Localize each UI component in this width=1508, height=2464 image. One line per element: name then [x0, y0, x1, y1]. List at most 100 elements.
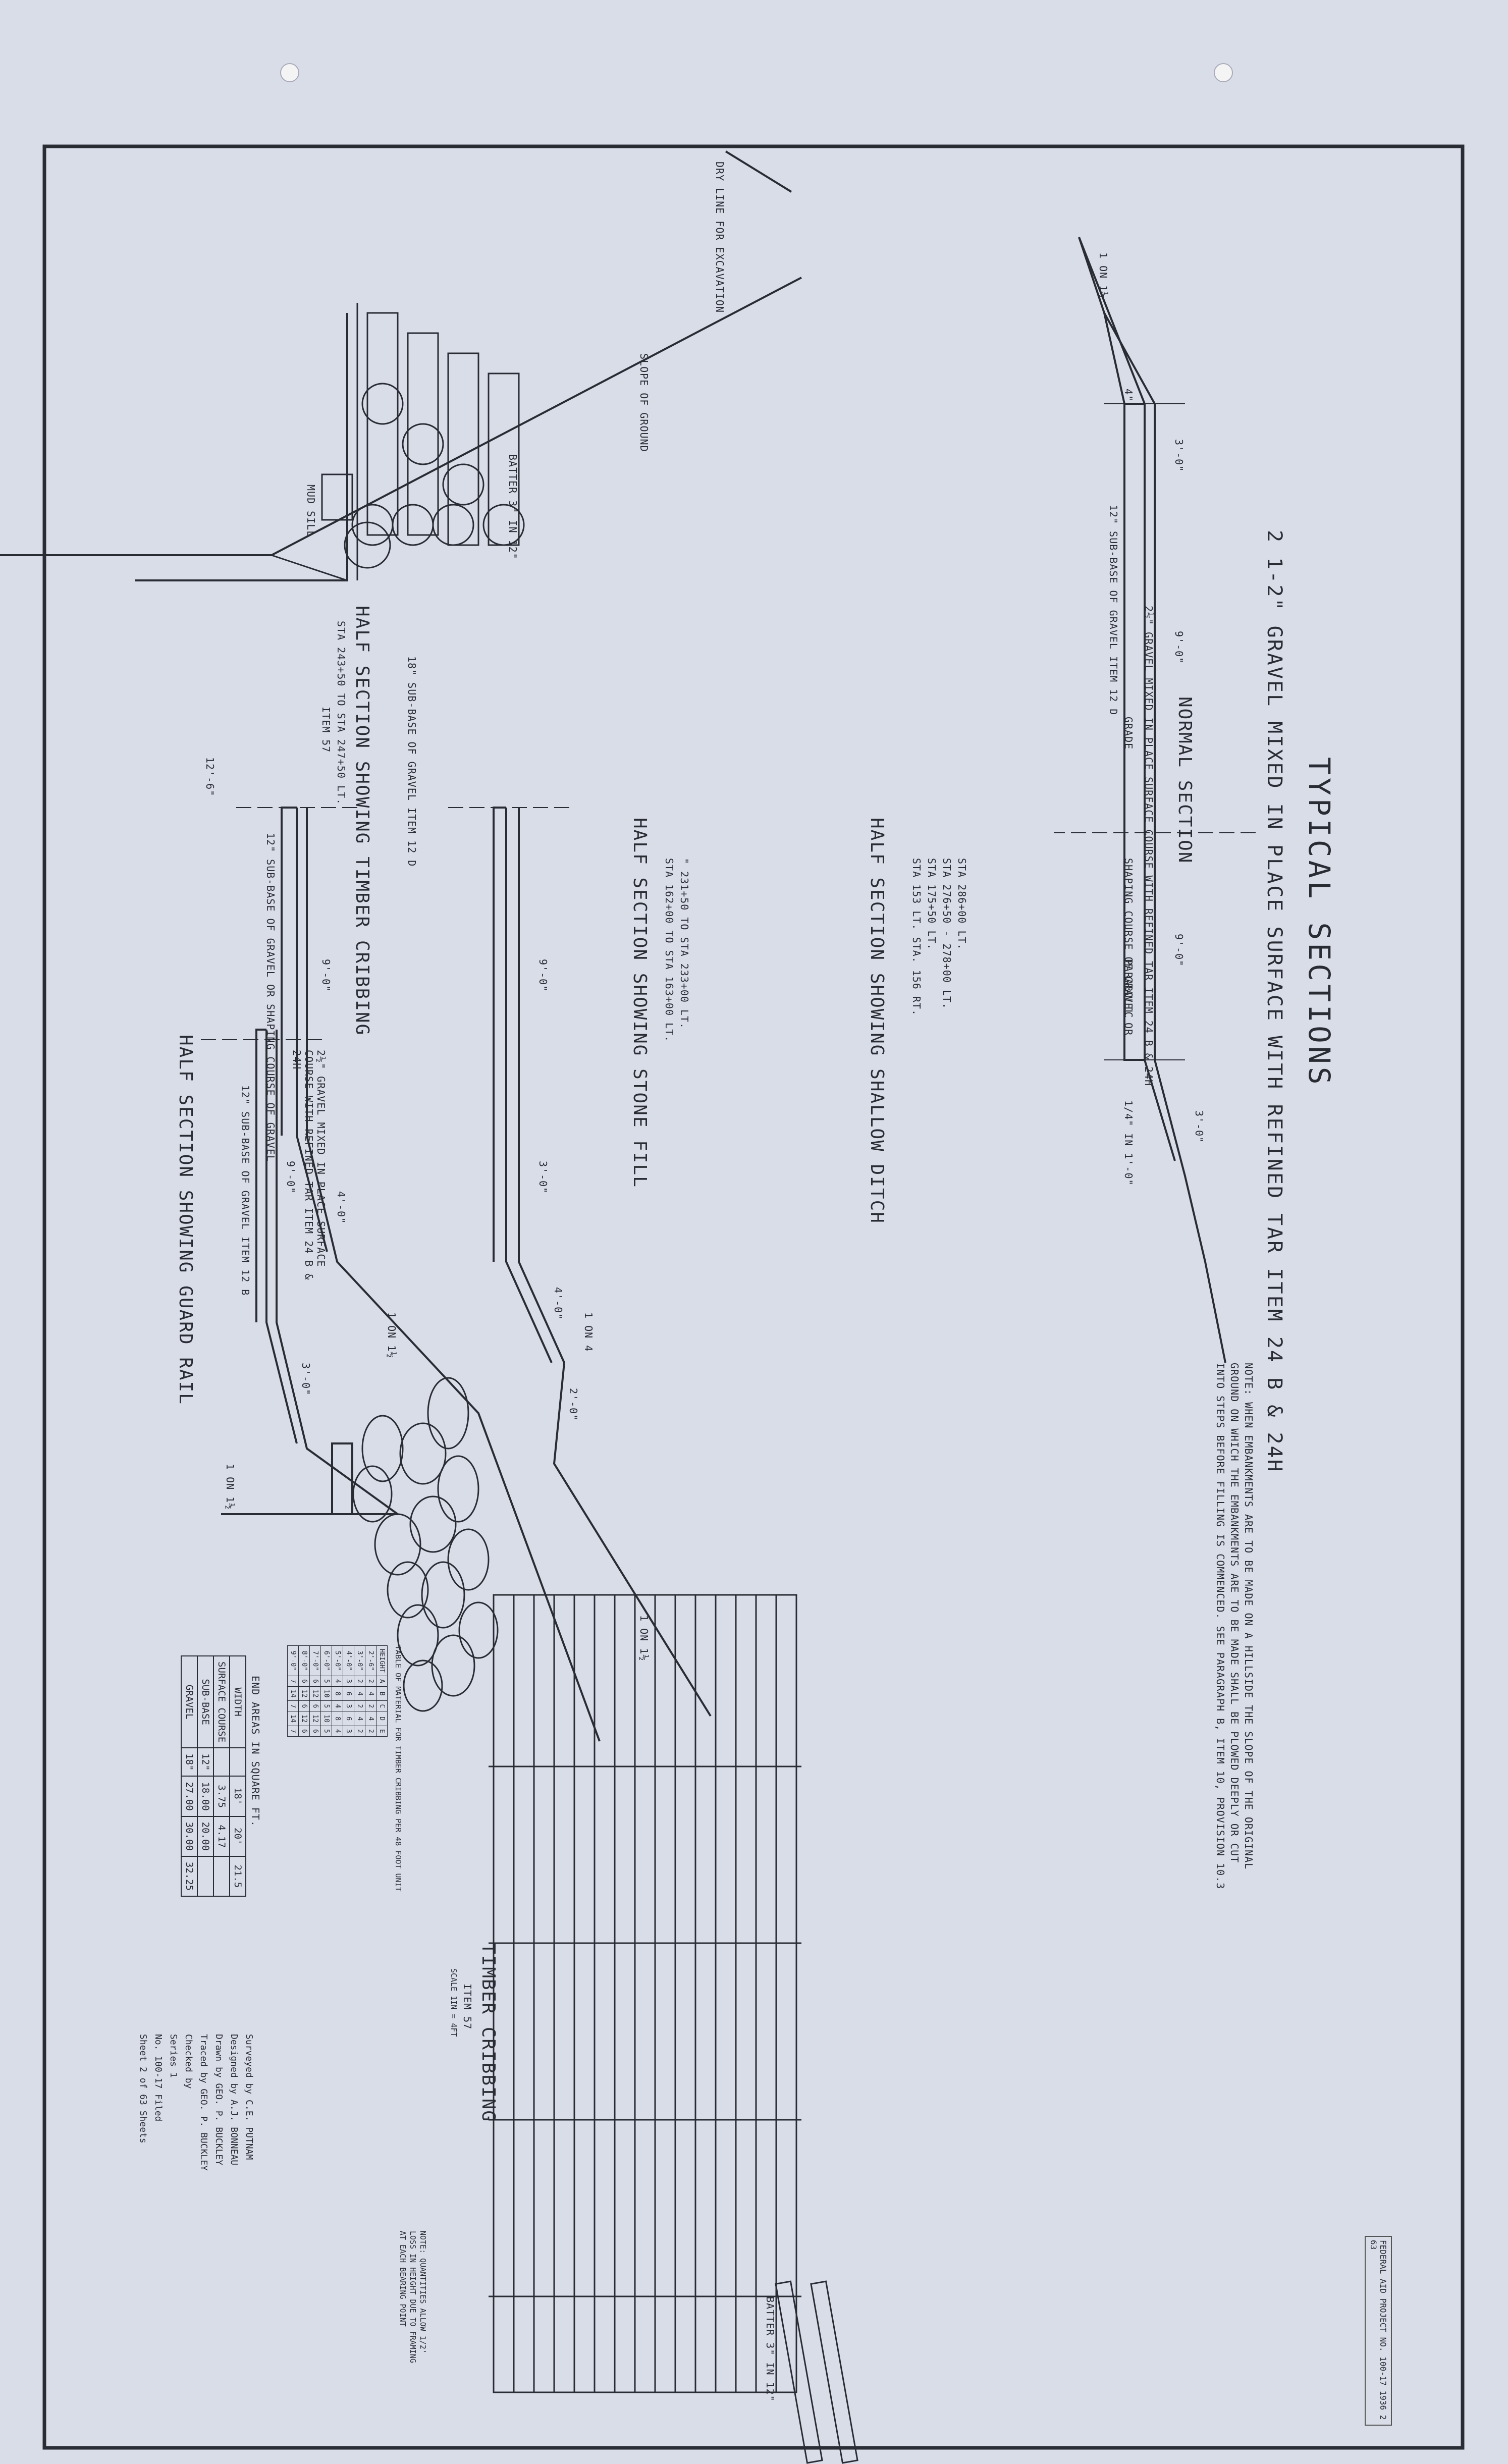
guard-rail-slope: 1 ON 1½ [224, 1464, 236, 1510]
table-row: 8'-0" 6 12 6 12 6 [298, 1645, 310, 1737]
cq-cell: 2 [365, 1700, 376, 1711]
cq-cell: 6 [298, 1700, 310, 1711]
cq-header: B [376, 1686, 388, 1701]
ea-cell: 21.5 [230, 1856, 246, 1897]
tb-surveyed: Surveyed by C.E. PUTNAM [244, 2034, 254, 2160]
timber-half-dry-line: DRY LINE FOR EXCAVATION [714, 162, 726, 313]
shallow-ditch-slope-1: 1 ON 1½ [638, 1615, 650, 1662]
drawing-title: TYPICAL SECTIONS [1302, 757, 1336, 1088]
timber-half-subbase: 18" SUB-BASE OF GRAVEL ITEM 12 D [406, 656, 418, 867]
cq-cell: 12 [309, 1686, 321, 1701]
cq-cell: 8'-0" [298, 1645, 310, 1676]
title-block: Surveyed by C.E. PUTNAM Designed by A.J.… [135, 2034, 256, 2171]
cq-cell: 14 [287, 1686, 299, 1701]
punch-hole-left [280, 63, 299, 82]
cq-cell: 5 [320, 1700, 332, 1711]
tb-sheet: Sheet 2 of 63 Sheets [138, 2034, 148, 2144]
cq-cell: 4'-0" [343, 1645, 354, 1676]
guard-rail-subbase: 12" SUB-BASE OF GRAVEL ITEM 12 B [239, 1085, 251, 1296]
cq-cell: 2 [354, 1676, 365, 1687]
shallow-ditch-sta-2: STA 175+50 LT. [926, 858, 938, 950]
cq-header: A [376, 1676, 388, 1687]
tb-series: Series 1 [168, 2034, 179, 2078]
cq-cell: 4 [332, 1676, 343, 1687]
normal-section-title: NORMAL SECTION [1174, 697, 1195, 864]
tb-checked: Checked by [183, 2034, 194, 2089]
ea-cell: WIDTH [230, 1656, 246, 1748]
table-row: SURFACE COURSE 3.75 4.17 [213, 1656, 230, 1897]
cq-cell: 12 [298, 1711, 310, 1726]
ea-cell: 3.75 [213, 1776, 230, 1816]
table-row: 6'-0" 5 10 5 10 5 [320, 1645, 332, 1737]
cq-cell: 6 [343, 1711, 354, 1726]
stone-fill-drawing [236, 807, 601, 1742]
ea-cell: 20' [230, 1816, 246, 1856]
ea-cell [213, 1748, 230, 1777]
cq-cell: 2 [354, 1700, 365, 1711]
cq-cell: 2 [354, 1726, 365, 1737]
cq-cell: 2 [365, 1726, 376, 1737]
cq-cell: 6 [298, 1726, 310, 1737]
cq-cell: 2'-6" [365, 1645, 376, 1676]
timber-cribbing-item: ITEM 57 [461, 1984, 473, 2030]
cq-cell: 2 [365, 1676, 376, 1687]
cq-cell: 7 [287, 1700, 299, 1711]
normal-section-drawing [1054, 237, 1256, 1363]
guard-rail-surface: 2½" GRAVEL MIXED IN PLACE SURFACE COURSE… [291, 1050, 327, 1280]
cq-cell: 6 [309, 1700, 321, 1711]
shallow-ditch-drawing [448, 807, 712, 1717]
normal-crown: 1/4" IN 1'-0" [1122, 1100, 1135, 1186]
cq-cell: 6 [343, 1686, 354, 1701]
cq-header: E [376, 1726, 388, 1737]
normal-shoulder-left: 3'-0" [1173, 439, 1185, 472]
normal-surface-note: 2½" GRAVEL MIXED IN PLACE SURFACE COURSE… [1143, 606, 1155, 1086]
ea-cell: 18.00 [197, 1776, 213, 1816]
normal-dim-left: 9'-0" [1173, 631, 1185, 664]
cq-header: HEIGHT [376, 1645, 388, 1676]
stone-fill-title: HALF SECTION SHOWING STONE FILL [629, 818, 650, 1188]
table-row: 5'-0" 4 8 4 8 4 [332, 1645, 343, 1737]
stone-fill-slope: 1 ON 1½ [386, 1312, 398, 1359]
timber-cribbing-batter: BATTER 3" IN 12" [764, 2296, 776, 2402]
shallow-ditch-dim-1: 9'-0" [537, 959, 549, 992]
stone-fill-dim-2: 4'-0" [335, 1191, 347, 1224]
cq-cell: 7'-0" [309, 1645, 321, 1676]
shallow-ditch-dim-3: 4'-0" [552, 1287, 564, 1320]
table-row: SUB-BASE 12" 18.00 20.00 [197, 1656, 213, 1897]
ea-cell: SUB-BASE [197, 1656, 213, 1748]
cq-cell: 4 [354, 1686, 365, 1701]
cq-cell: 5 [320, 1676, 332, 1687]
ea-cell: 12" [197, 1748, 213, 1777]
guard-rail-drawing [196, 1029, 401, 1515]
shallow-ditch-dim-2: 3'-0" [537, 1161, 549, 1194]
punch-hole-right [1214, 63, 1233, 82]
shallow-ditch-sta-4: STA 286+00 LT. [956, 858, 968, 950]
cq-cell: 10 [320, 1686, 332, 1701]
ea-cell [230, 1748, 246, 1777]
cq-cell: 3 [343, 1676, 354, 1687]
cq-cell: 3 [343, 1700, 354, 1711]
timber-half-item: ITEM 57 [320, 707, 332, 753]
shallow-ditch-title: HALF SECTION SHOWING SHALLOW DITCH [867, 818, 887, 1224]
shallow-ditch-sta-3: STA 276+50 - 278+00 LT. [941, 858, 953, 1009]
ea-cell [197, 1856, 213, 1897]
cq-cell: 6 [298, 1676, 310, 1687]
guard-rail-title: HALF SECTION SHOWING GUARD RAIL [175, 1035, 196, 1405]
ea-cell [213, 1856, 230, 1897]
cq-cell: 12 [298, 1686, 310, 1701]
timber-cribbing-note: NOTE: QUANTITIES ALLOW 1/2' LOSS IN HEIG… [398, 2231, 427, 2363]
timber-half-mud-sill: MUD SILL [305, 485, 317, 538]
stone-fill-subbase: 12" SUB-BASE OF GRAVEL OR SHAPING COURSE… [264, 833, 277, 1162]
cq-cell: 4 [365, 1686, 376, 1701]
stone-fill-dim-1: 9'-0" [320, 959, 332, 992]
tb-designed: Designed by A.J. BONNEAU [229, 2034, 239, 2166]
cq-cell: 5'-0" [332, 1645, 343, 1676]
cq-cell: 6 [309, 1726, 321, 1737]
guard-rail-dim-2: 3'-0" [300, 1363, 312, 1396]
normal-depth: 4" [1122, 389, 1135, 402]
project-stamp: FEDERAL AID PROJECT NO. 100-17 1936 2 63 [1365, 2236, 1392, 2426]
end-areas-table: WIDTH 18' 20' 21.5 SURFACE COURSE 3.75 4… [181, 1655, 246, 1897]
ea-cell: GRAVEL [181, 1656, 197, 1748]
shallow-ditch-sta-1: STA 153 LT. STA. 156 RT. [910, 858, 923, 1016]
